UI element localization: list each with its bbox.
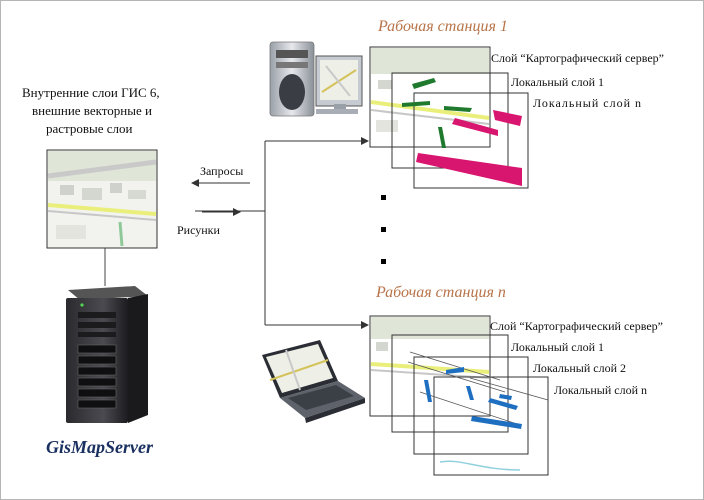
wsn-layer-label-local-1: Локальный слой 1 bbox=[511, 340, 605, 354]
ws1-layer-label-server: Слой “Картографический сервер” bbox=[491, 51, 664, 65]
wsn-layer-local-n-frame bbox=[433, 376, 549, 476]
wsn-layer-local-2-frame bbox=[413, 356, 529, 455]
server-tower-image bbox=[66, 286, 148, 423]
requests-label: Запросы bbox=[200, 164, 244, 178]
ws1-layer-label-local-1: Локальный слой 1 bbox=[511, 75, 605, 89]
wsn-layer-label-local-n: Локальный слой n bbox=[554, 383, 648, 397]
workstation-1-layer-stack bbox=[369, 46, 529, 189]
server-map-thumbnail bbox=[46, 149, 158, 249]
server-layers-caption-line2: внешние векторные и bbox=[32, 103, 152, 118]
ws1-layer-local-n-frame bbox=[413, 92, 529, 189]
connector-lines bbox=[195, 137, 369, 329]
ellipsis-markers bbox=[381, 195, 386, 264]
wsn-layer-local-1-frame bbox=[391, 334, 509, 433]
server-layers-caption-line1: Внутренние слои ГИС 6, bbox=[22, 85, 160, 100]
ws1-layer-label-local-n: Локальный слой n bbox=[533, 96, 643, 110]
workstation-n-layer-stack bbox=[369, 315, 549, 476]
wsn-layer-label-server: Слой “Картографический сервер” bbox=[490, 319, 663, 333]
server-name-label: GisMapServer bbox=[46, 437, 153, 457]
images-label: Рисунки bbox=[177, 223, 220, 237]
desktop-computer-image bbox=[269, 41, 363, 117]
wsn-layer-label-local-2: Локальный слой 2 bbox=[533, 361, 627, 375]
workstation-n-title: Рабочая станция n bbox=[376, 284, 506, 301]
workstation-1-title: Рабочая станция 1 bbox=[378, 18, 508, 35]
server-layers-caption-line3: растровые слои bbox=[46, 121, 133, 136]
laptop-image bbox=[262, 340, 365, 423]
